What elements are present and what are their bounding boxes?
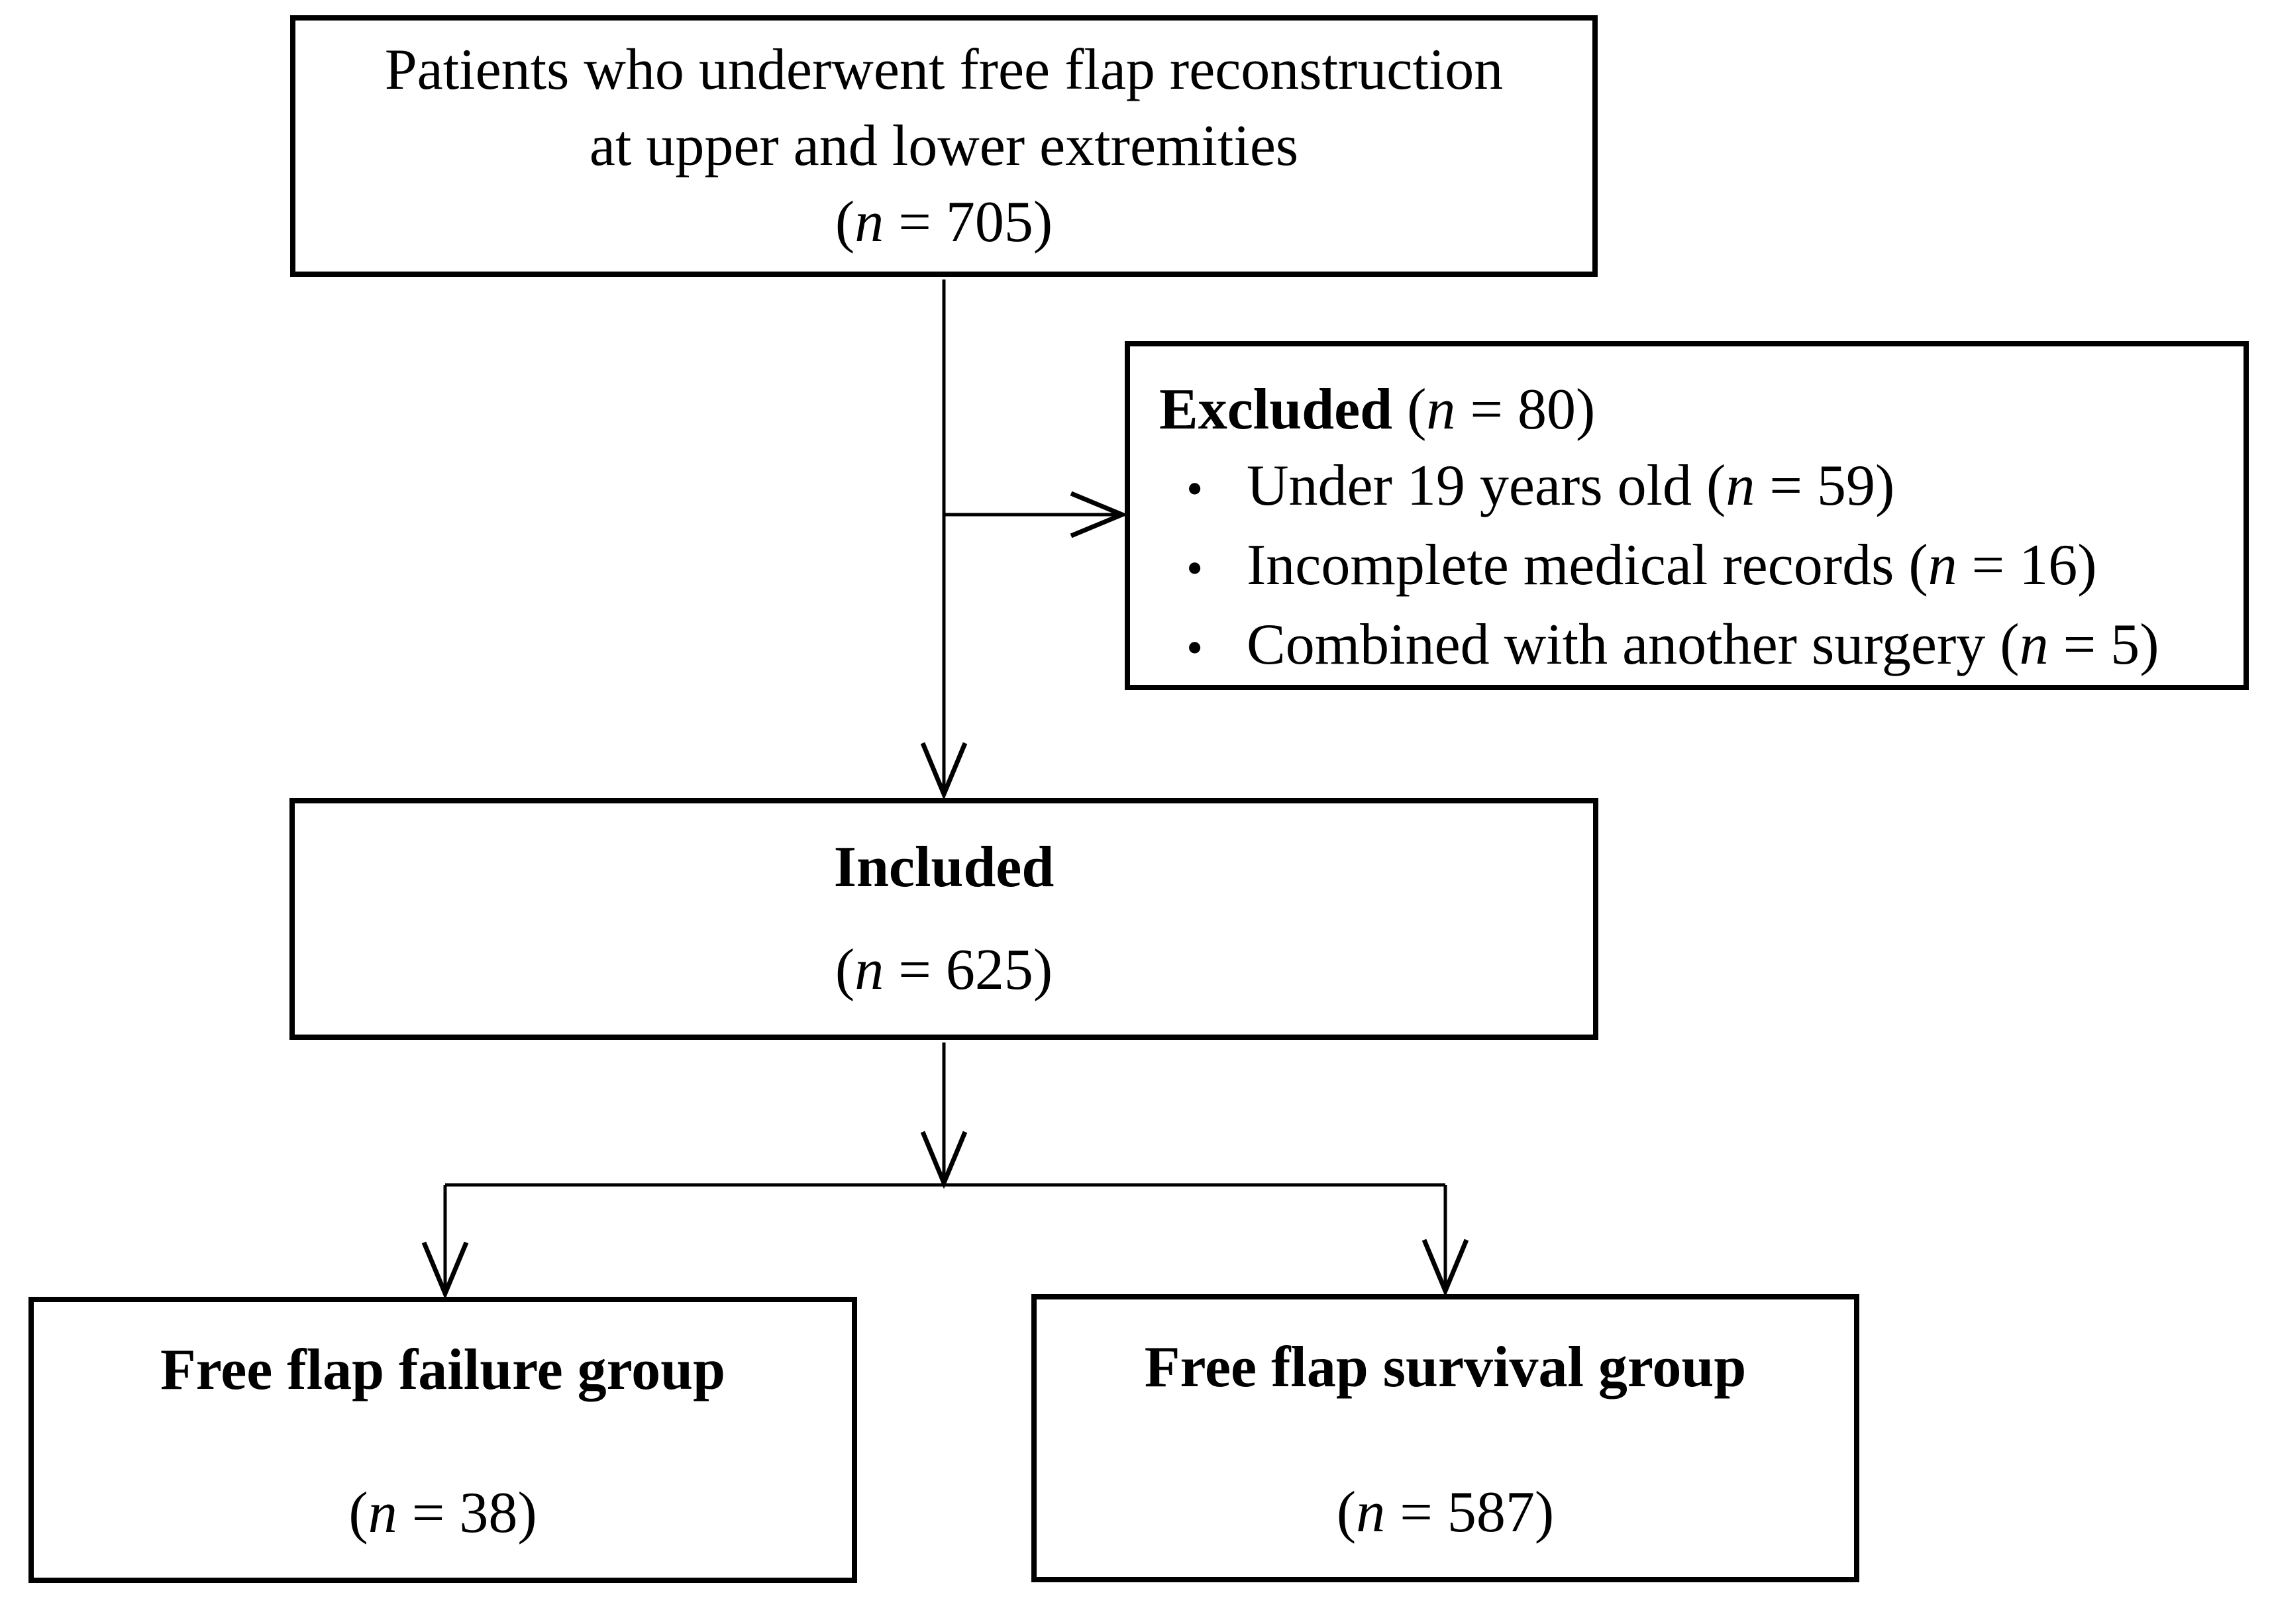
excluded-title-word: Excluded: [1159, 378, 1393, 442]
excluded-item-2: • Incomplete medical records (n = 16): [1159, 527, 2230, 607]
included-count: (n = 625): [835, 934, 1053, 1007]
arrowhead-down-failure: [421, 1241, 469, 1300]
excluded-item-2-text: Incomplete medical records (n = 16): [1247, 527, 2230, 603]
survival-count-prefix: (: [1336, 1480, 1357, 1545]
excluded-item-1-count: = 59): [1755, 454, 1895, 518]
survival-group-title: Free flap survival group: [1144, 1335, 1747, 1399]
excluded-item-3-n: n: [2019, 613, 2049, 677]
excluded-item-3: • Combined with another surgery (n = 5): [1159, 607, 2230, 686]
excluded-item-2-count: = 16): [1957, 533, 2097, 597]
excluded-item-3-text: Combined with another surgery (n = 5): [1247, 607, 2230, 683]
survival-group-count: (n = 587): [1337, 1476, 1554, 1549]
top-count-n: n: [854, 190, 884, 254]
survival-group-box: Free flap survival group (n = 587): [1031, 1294, 1859, 1582]
excluded-title: Excluded (n = 80): [1159, 372, 2230, 448]
top-count-suffix: = 705): [884, 190, 1053, 254]
excluded-item-3-count: = 5): [2048, 613, 2159, 677]
failure-group-box: Free flap failure group (n = 38): [28, 1297, 857, 1583]
included-count-prefix: (: [835, 938, 855, 1002]
failure-group-title: Free flap failure group: [160, 1338, 726, 1402]
failure-count-suffix: = 38): [397, 1481, 537, 1545]
arrowhead-down-split: [920, 1131, 968, 1190]
failure-count-prefix: (: [348, 1481, 368, 1545]
excluded-title-prefix: (: [1392, 378, 1427, 442]
excluded-item-1-text: Under 19 years old (n = 59): [1247, 448, 2230, 524]
excluded-item-1-label: Under 19 years old (: [1247, 454, 1726, 518]
included-title: Included: [833, 835, 1055, 899]
included-box: Included (n = 625): [289, 798, 1598, 1040]
bullet-icon: •: [1186, 621, 1204, 674]
failure-group-count: (n = 38): [348, 1477, 537, 1550]
excluded-title-n: n: [1426, 378, 1456, 442]
survival-count-suffix: = 587): [1385, 1480, 1555, 1545]
excluded-title-suffix: = 80): [1455, 378, 1596, 442]
survival-count-n: n: [1356, 1480, 1386, 1545]
arrowhead-down-survival: [1421, 1239, 1469, 1297]
excluded-item-1: • Under 19 years old (n = 59): [1159, 448, 2230, 527]
excluded-item-2-n: n: [1928, 533, 1957, 597]
arrowhead-right-excluded: [1070, 491, 1129, 538]
bullet-icon: •: [1186, 462, 1204, 515]
top-box: Patients who underwent free flap reconst…: [290, 15, 1598, 277]
top-box-count: (n = 705): [295, 184, 1592, 260]
excluded-item-3-label: Combined with another surgery (: [1247, 613, 2020, 677]
included-count-n: n: [854, 938, 884, 1002]
top-box-line2: at upper and lower extremities: [589, 114, 1299, 178]
included-count-suffix: = 625): [884, 938, 1053, 1002]
excluded-box: Excluded (n = 80) • Under 19 years old (…: [1125, 341, 2249, 690]
top-count-prefix: (: [835, 190, 855, 254]
excluded-item-2-label: Incomplete medical records (: [1247, 533, 1928, 597]
top-box-line1: Patients who underwent free flap reconst…: [384, 38, 1504, 102]
arrowhead-down-included: [920, 742, 968, 801]
bullet-icon: •: [1186, 542, 1204, 595]
excluded-item-1-n: n: [1726, 454, 1755, 518]
failure-count-n: n: [368, 1481, 397, 1545]
